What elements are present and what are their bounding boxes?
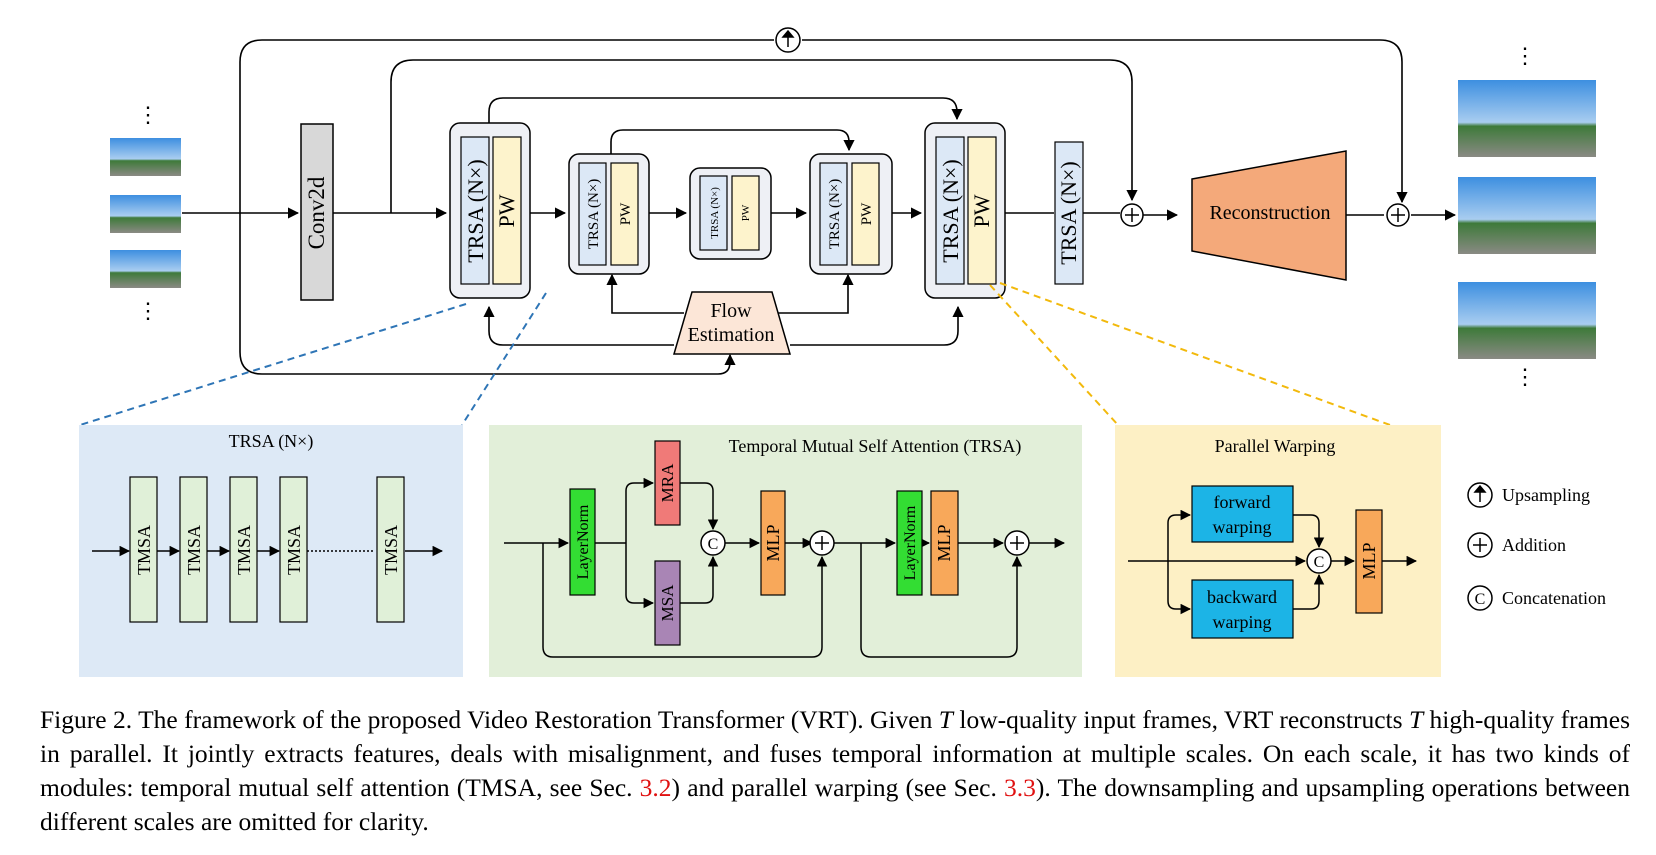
zoom-lines	[79, 282, 1391, 426]
panel-warping-title: Parallel Warping	[1215, 436, 1336, 456]
tmsa-label-1: TMSA	[134, 525, 154, 575]
add-symbol-tmsa-1	[809, 530, 835, 556]
output-dots-bottom: ⋮	[1514, 364, 1536, 389]
forward-warping-line1: forward	[1214, 492, 1271, 512]
stage-3-pw: PW	[740, 204, 752, 221]
stage-5-pw: PW	[969, 194, 994, 227]
panel-trsa-title: TRSA (N×)	[229, 431, 314, 452]
tmsa-label-3: TMSA	[234, 525, 254, 575]
input-dots-bottom: ⋮	[137, 298, 159, 323]
panel-tmsa: Temporal Mutual Self Attention (TRSA) La…	[489, 425, 1082, 677]
panel-parallel-warping: Parallel Warping forward warping backwar…	[1115, 425, 1441, 677]
caption-text-1: The framework of the proposed Video Rest…	[132, 705, 939, 734]
output-frames: ⋮ ⋮	[1458, 43, 1596, 389]
legend-concat-letter: C	[1475, 591, 1486, 608]
stage-4-pw: PW	[859, 202, 875, 225]
final-trsa-label: TRSA (N×)	[1056, 161, 1081, 264]
concat-letter-warping: C	[1314, 554, 1325, 571]
mlp-label-1: MLP	[763, 524, 783, 561]
caption-text-5: ). The downsampling and upsampling opera…	[40, 773, 1630, 836]
flow-label-1: Flow	[710, 300, 752, 322]
input-frames: ⋮ ⋮	[110, 102, 181, 323]
input-frame-3	[110, 250, 181, 288]
stage-3-group: TRSA (N×) PW	[689, 167, 772, 260]
caption-math-t-2: T	[1408, 705, 1424, 734]
stage-2-group: TRSA (N×) PW	[568, 153, 650, 275]
concat-symbol-tmsa	[700, 530, 726, 556]
conv2d-label: Conv2d	[304, 176, 329, 249]
stage-1-pw: PW	[494, 194, 519, 227]
caption-text-2: low-quality input frames, VRT reconstruc…	[952, 705, 1409, 734]
output-frame-1	[1458, 80, 1596, 157]
backward-warping-line2: warping	[1213, 612, 1272, 632]
forward-warping-line2: warping	[1213, 517, 1272, 537]
tmsa-label-5: TMSA	[381, 525, 401, 575]
flow-estimation-block: Flow Estimation	[673, 291, 791, 355]
output-frame-3	[1458, 282, 1596, 359]
input-frame-2	[110, 195, 181, 233]
caption-text-4: ) and parallel warping (see Sec.	[671, 773, 1005, 802]
stage-1-trsa: TRSA (N×)	[463, 159, 488, 262]
stage-2-pw: PW	[618, 202, 634, 225]
reconstruction-label: Reconstruction	[1209, 202, 1330, 224]
legend: Upsampling Addition C Concatenation	[1467, 482, 1606, 611]
vrt-framework-figure: ⋮ ⋮ Conv2d TRSA (N×) PW TRSA (N×) PW TRS…	[79, 27, 1606, 677]
stage-5-group: TRSA (N×) PW	[924, 122, 1006, 299]
reconstruction-block: Reconstruction	[1191, 150, 1347, 281]
mlp-label-warping: MLP	[1359, 542, 1379, 579]
upsampling-symbol	[775, 27, 801, 53]
pipeline-connections	[182, 39, 1457, 375]
pipeline-addition-2	[1386, 203, 1410, 227]
legend-concat-label: Concatenation	[1502, 588, 1606, 608]
caption-math-t-1: T	[938, 705, 953, 734]
legend-addition-icon	[1467, 532, 1493, 558]
layernorm-label-1: LayerNorm	[575, 504, 592, 579]
conv2d-block: Conv2d	[300, 123, 334, 301]
stage-5-trsa: TRSA (N×)	[938, 159, 963, 262]
mlp-label-2: MLP	[934, 524, 954, 561]
stage-4-group: TRSA (N×) PW	[809, 153, 893, 275]
concat-letter-tmsa: C	[708, 536, 719, 553]
flow-label-2: Estimation	[688, 324, 775, 346]
panel-tmsa-title: Temporal Mutual Self Attention (TRSA)	[729, 436, 1022, 457]
panel-trsa-nx: TRSA (N×) TMSA TMSA TMSA TMSA TMSA	[79, 425, 463, 677]
figure-caption: Figure 2. The framework of the proposed …	[40, 703, 1630, 839]
layernorm-label-2: LayerNorm	[902, 505, 919, 580]
legend-concat-icon	[1467, 585, 1493, 611]
msa-label: MSA	[658, 584, 677, 622]
tmsa-label-4: TMSA	[284, 525, 304, 575]
tmsa-label-2: TMSA	[184, 525, 204, 575]
output-frame-2	[1458, 177, 1596, 254]
input-dots-top: ⋮	[137, 102, 159, 127]
caption-ref-sec-3-2[interactable]: 3.2	[639, 773, 672, 802]
legend-upsampling-icon	[1467, 482, 1493, 508]
legend-upsampling-label: Upsampling	[1502, 485, 1590, 505]
stage-1-group: TRSA (N×) PW	[449, 122, 531, 299]
pipeline-addition-1	[1120, 203, 1144, 227]
concat-symbol-warping	[1306, 548, 1332, 574]
stage-2-trsa: TRSA (N×)	[586, 179, 602, 250]
final-trsa-block: TRSA (N×)	[1054, 141, 1084, 285]
add-symbol-tmsa-2	[1004, 530, 1030, 556]
legend-addition-label: Addition	[1502, 535, 1566, 555]
mra-label: MRA	[658, 463, 677, 502]
input-frame-1	[110, 138, 181, 176]
caption-text-3: high-quality frames in parallel. It join…	[40, 705, 1631, 802]
output-dots-top: ⋮	[1514, 43, 1536, 68]
caption-ref-sec-3-3[interactable]: 3.3	[1004, 773, 1036, 802]
caption-figure-label: Figure 2.	[40, 705, 133, 734]
stage-4-trsa: TRSA (N×)	[827, 179, 843, 250]
backward-warping-line1: backward	[1207, 587, 1277, 607]
stage-3-trsa: TRSA (N×)	[709, 187, 721, 239]
